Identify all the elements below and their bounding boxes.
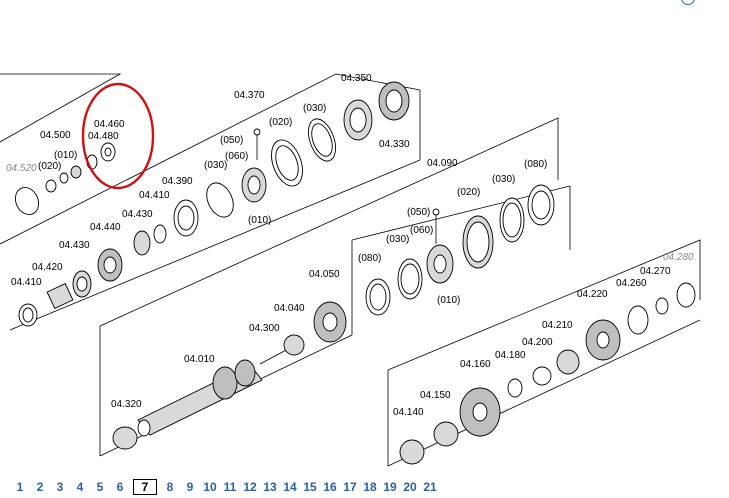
label-04-370: 04.370 <box>234 90 265 101</box>
label-060: (060) <box>225 151 248 162</box>
label-080: (080) <box>524 159 547 170</box>
label-030: (030) <box>204 160 227 171</box>
label-04-500: 04.500 <box>40 130 71 141</box>
page-link-19[interactable]: 19 <box>383 480 397 494</box>
label-04-430: 04.430 <box>59 240 90 251</box>
page-link-21[interactable]: 21 <box>423 480 437 494</box>
highlight-circle <box>81 82 155 190</box>
label-04-280: 04.280 <box>663 252 694 263</box>
label-010: (010) <box>248 215 271 226</box>
page-link-12[interactable]: 12 <box>243 480 257 494</box>
page-link-13[interactable]: 13 <box>263 480 277 494</box>
label-04-210: 04.210 <box>542 320 573 331</box>
label-030: (030) <box>303 103 326 114</box>
mid-left-parts <box>18 199 199 327</box>
page-link-5[interactable]: 5 <box>96 480 104 494</box>
label-020: (020) <box>269 117 292 128</box>
label-04-320: 04.320 <box>111 399 142 410</box>
page-link-3[interactable]: 3 <box>56 480 64 494</box>
label-010: (010) <box>54 150 77 161</box>
label-04-410: 04.410 <box>11 277 42 288</box>
label-04-260: 04.260 <box>616 278 647 289</box>
label-04-350: 04.350 <box>341 73 372 84</box>
page-link-2[interactable]: 2 <box>36 480 44 494</box>
label-010: (010) <box>437 295 460 306</box>
page-link-10[interactable]: 10 <box>203 480 217 494</box>
label-04-420: 04.420 <box>32 262 63 273</box>
label-050: (050) <box>220 135 243 146</box>
label-04-150: 04.150 <box>420 390 451 401</box>
label-04-050: 04.050 <box>309 269 340 280</box>
page-link-8[interactable]: 8 <box>166 480 174 494</box>
label-080: (080) <box>358 253 381 264</box>
label-04-200: 04.200 <box>522 337 553 348</box>
main-shaft <box>112 301 347 450</box>
page-link-6[interactable]: 6 <box>116 480 124 494</box>
label-04-180: 04.180 <box>495 350 526 361</box>
centre-synchro-parts <box>365 184 555 316</box>
exploded-parts-diagram: 04.520 04.500 04.480 04.460 (010) (020) … <box>0 73 701 467</box>
upper-left-parts <box>14 142 116 215</box>
page-link-7[interactable]: 7 <box>133 479 157 495</box>
page-link-16[interactable]: 16 <box>323 480 337 494</box>
label-020: (020) <box>457 187 480 198</box>
label-04-480: 04.480 <box>88 131 119 142</box>
label-04-330: 04.330 <box>379 139 410 150</box>
label-04-040: 04.040 <box>274 303 305 314</box>
label-04-270: 04.270 <box>640 266 671 277</box>
label-04-090: 04.090 <box>427 158 458 169</box>
page-link-11[interactable]: 11 <box>223 480 237 494</box>
label-04-160: 04.160 <box>460 359 491 370</box>
label-060: (060) <box>410 225 433 236</box>
page-link-17[interactable]: 17 <box>343 480 357 494</box>
page-link-15[interactable]: 15 <box>303 480 317 494</box>
label-04-220: 04.220 <box>577 289 608 300</box>
page-link-18[interactable]: 18 <box>363 480 377 494</box>
label-04-460: 04.460 <box>94 119 125 130</box>
label-04-430: 04.430 <box>122 209 153 220</box>
label-04-440: 04.440 <box>90 222 121 233</box>
label-030: (030) <box>386 234 409 245</box>
label-04-140: 04.140 <box>393 407 424 418</box>
page-link-1[interactable]: 1 <box>16 480 24 494</box>
label-04-410: 04.410 <box>139 190 170 201</box>
top-shaft-parts <box>206 81 410 218</box>
label-04-520: 04.520 <box>6 163 37 174</box>
page-link-9[interactable]: 9 <box>186 480 194 494</box>
label-050: (050) <box>407 207 430 218</box>
part-labels: 04.520 04.500 04.480 04.460 (010) (020) … <box>6 73 694 418</box>
label-04-390: 04.390 <box>162 176 193 187</box>
label-030: (030) <box>492 174 515 185</box>
page-link-4[interactable]: 4 <box>76 480 84 494</box>
label-020: (020) <box>38 161 61 172</box>
label-04-300: 04.300 <box>249 323 280 334</box>
label-04-010: 04.010 <box>184 354 215 365</box>
lower-right-parts <box>399 282 696 465</box>
page-link-20[interactable]: 20 <box>403 480 417 494</box>
page-link-14[interactable]: 14 <box>283 480 297 494</box>
